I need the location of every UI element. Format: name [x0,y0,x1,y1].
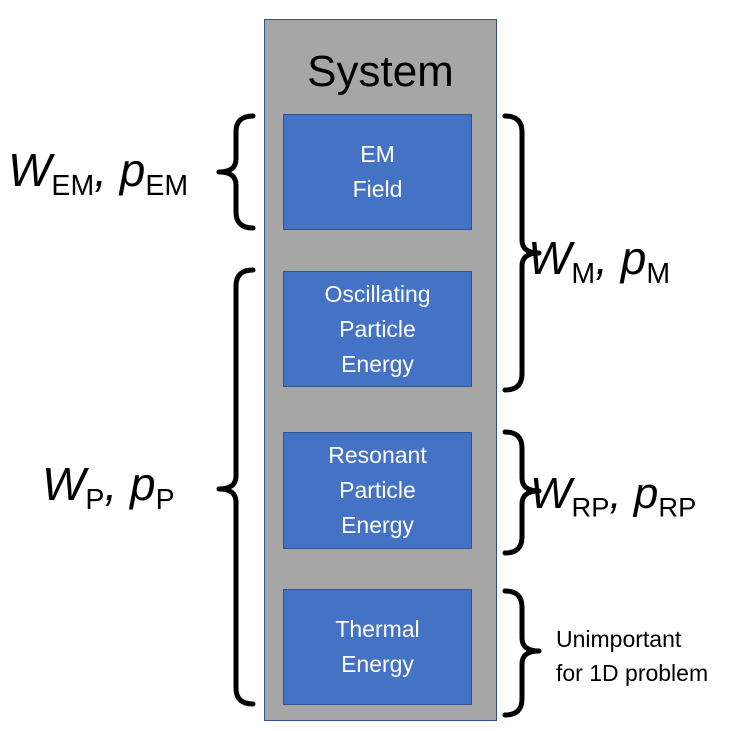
label-w-p-p-p: WP, pP [42,456,175,514]
right-brace-thermal [502,588,542,718]
note-line-2: for 1D problem [556,660,709,686]
label-p-w: W [42,458,86,510]
left-brace-em [216,113,256,231]
label-m-w: W [528,232,572,284]
resonant-particle-energy-box: Resonant Particle Energy [283,432,472,549]
em-field-box: EM Field [283,114,472,230]
label-em-w: W [8,144,52,196]
label-rp-sep: , [609,469,622,518]
thermal-line-2: Energy [341,651,414,677]
left-brace-p [216,267,256,707]
oscillating-line-1: Oscillating [324,280,431,307]
label-em-w-sub: EM [51,170,95,203]
resonant-line-2: Particle [339,477,416,503]
unimportant-note: Unimportant for 1D problem [556,622,745,690]
label-m-sep: , [595,232,608,284]
label-m-w-sub: M [571,258,596,291]
label-w-em-p-em: WEM, pEM [8,142,188,200]
em-field-line-1: EM [360,141,395,167]
label-em-p-sub: EM [145,170,189,203]
label-p-sep: , [104,458,118,510]
right-brace-m [502,113,542,393]
label-rp-p-sub: RP [658,491,697,523]
oscillating-line-2: Particle [339,315,416,342]
label-rp-p: p [633,469,659,518]
label-rp-w: W [530,469,572,518]
label-p-p: p [130,458,156,510]
label-em-p: p [119,144,146,196]
label-em-sep: , [94,144,107,196]
thermal-line-1: Thermal [335,616,420,642]
oscillating-line-3: Energy [341,350,414,377]
label-p-p-sub: P [155,484,175,517]
thermal-energy-box: Thermal Energy [283,589,472,705]
note-line-1: Unimportant [556,626,682,652]
label-p-w-sub: P [85,484,105,517]
oscillating-particle-energy-box: Oscillating Particle Energy [283,271,472,387]
label-w-m-p-m: WM, pM [528,230,670,288]
label-m-p-sub: M [646,258,671,291]
resonant-line-1: Resonant [328,442,427,468]
right-brace-rp [502,429,542,556]
label-m-p: p [620,232,647,284]
em-field-line-2: Field [352,176,403,202]
resonant-line-3: Energy [341,512,414,538]
label-rp-w-sub: RP [571,491,610,523]
label-w-rp-p-rp: WRP, pRP [530,466,696,522]
system-title: System [307,47,454,96]
